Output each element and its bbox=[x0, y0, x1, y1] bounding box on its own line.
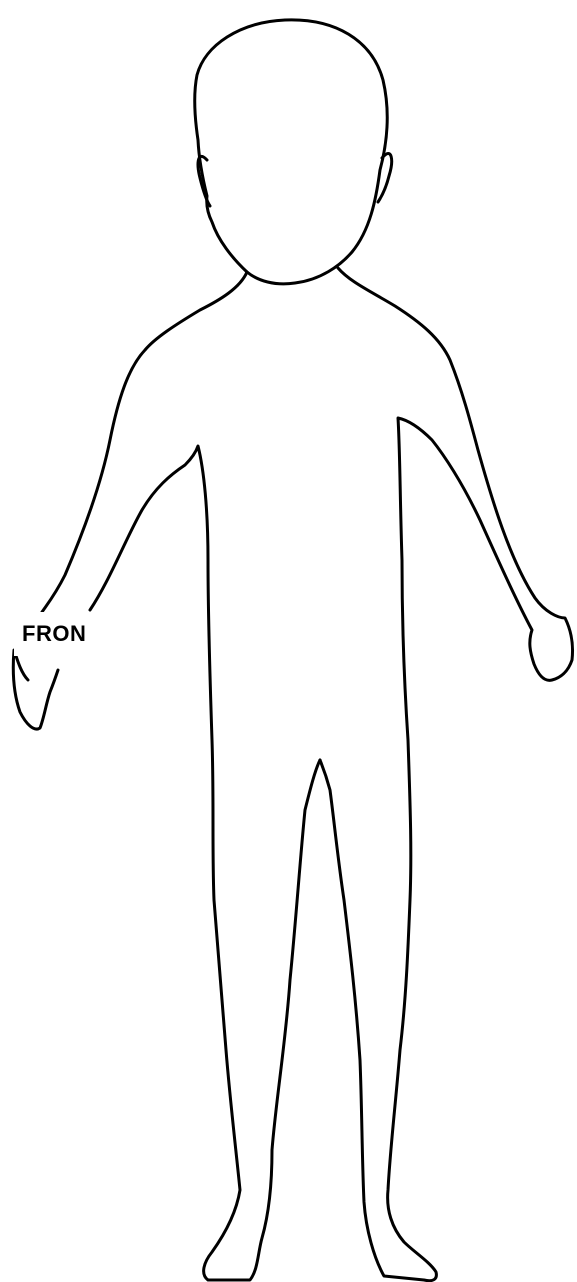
body-right-outline bbox=[320, 268, 573, 1281]
body-left-outline bbox=[13, 272, 320, 1280]
view-label: FRON bbox=[22, 621, 86, 647]
head-outline bbox=[195, 20, 388, 284]
